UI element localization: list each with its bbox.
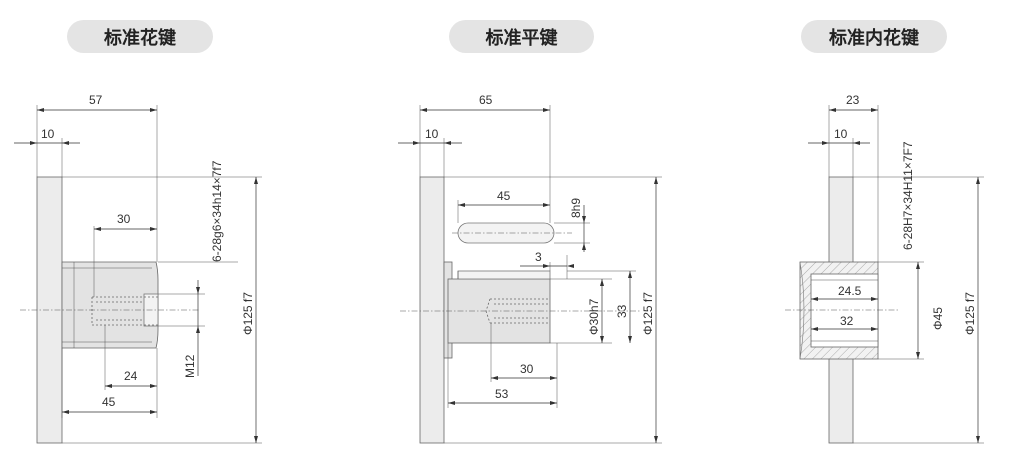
dim-diameter: Φ125 f7 [241,292,255,335]
key-body [457,270,551,280]
dim-spline-spec: 6-28H7×34H11×7F7 [901,141,915,250]
spline-shaft [61,261,159,349]
dim-thread: M12 [183,354,197,378]
dim-24: 24 [124,369,138,383]
dim-10: 10 [834,127,848,141]
dim-23: 23 [846,93,860,107]
dim-inner-24-5: 24.5 [838,284,862,298]
dim-key-offset: 3 [535,250,542,264]
dim-65: 65 [479,93,493,107]
dim-53: 53 [495,387,509,401]
title-standard-flat-key: 标准平键 [449,20,594,53]
dim-30: 30 [117,212,131,226]
dim-shaft-diameter: Φ30h7 [587,298,601,335]
panel-standard-spline: 57 10 6-28g6×34h14×7f7 30 Φ125 f7 M12 24 [14,93,262,444]
dim-57: 57 [89,93,103,107]
dim-key-width: 8h9 [569,198,583,218]
hub-bore [810,273,879,348]
title-standard-internal-spline: 标准内花键 [801,20,947,53]
dim-hub-diameter: Φ45 [931,307,945,330]
dim-key-height: 33 [615,304,629,318]
flange-body [419,176,445,444]
dim-spline-spec: 6-28g6×34h14×7f7 [210,160,224,262]
shaft-body [447,278,551,344]
panel-standard-internal-spline: 23 10 6-28H7×34H11×7F7 24.5 32 Φ45 Φ125 … [785,93,984,444]
dim-30: 30 [520,362,534,376]
dim-key-length: 45 [497,189,511,203]
dim-45: 45 [102,395,116,409]
dim-inner-32: 32 [840,314,854,328]
dim-diameter: Φ125 f7 [641,292,655,335]
dim-10: 10 [41,127,55,141]
panel-standard-flat-key: 65 10 45 8h9 3 Φ30h7 33 [398,93,662,444]
dim-diameter: Φ125 f7 [963,292,977,335]
dim-10: 10 [425,127,439,141]
title-standard-spline: 标准花键 [67,20,213,53]
